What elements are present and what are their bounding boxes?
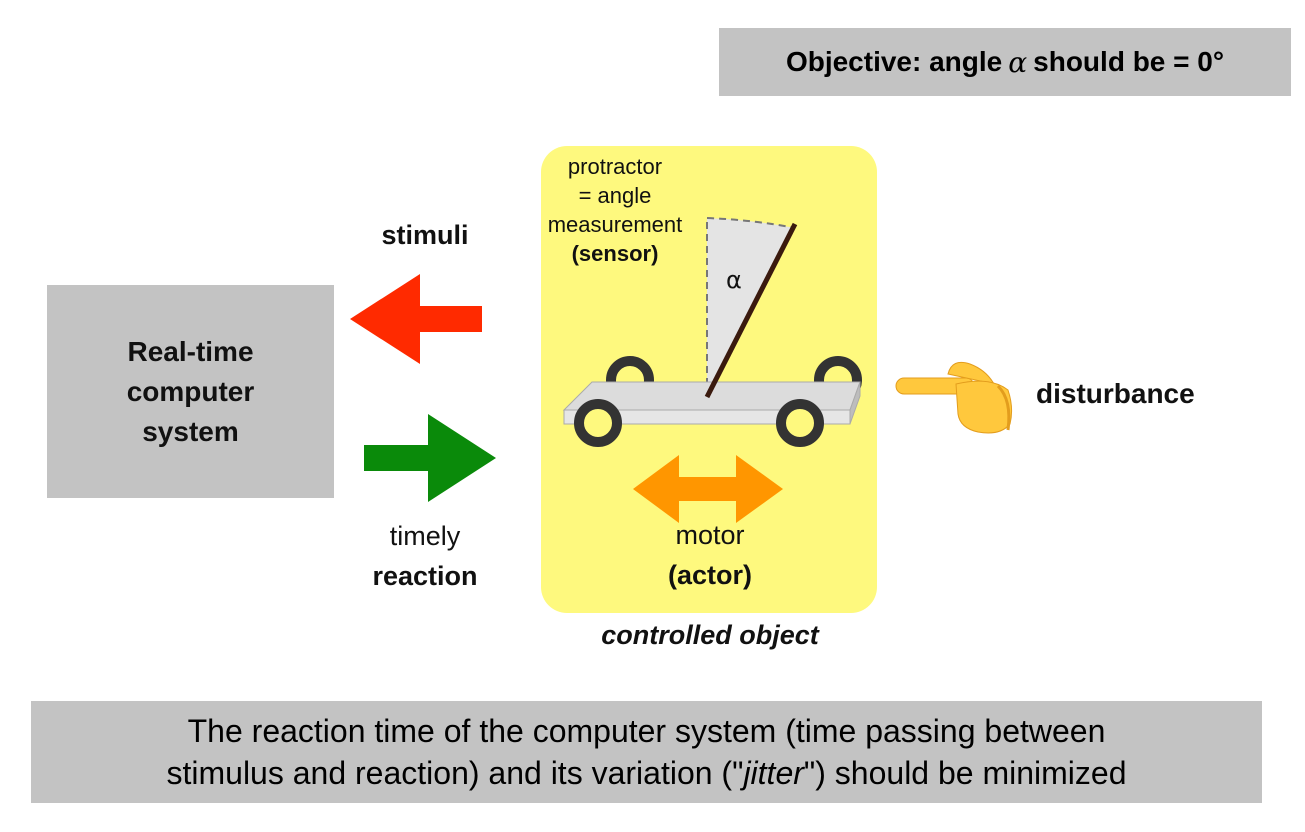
- objective-prefix: Objective: angle: [785, 46, 1003, 77]
- sensor-label-line-1: protractor: [567, 154, 663, 179]
- reaction-arrow-shape: [364, 414, 496, 502]
- hand-thumb: [947, 361, 995, 385]
- motor-label: motor (actor): [630, 515, 790, 595]
- disturbance-label: disturbance: [1036, 378, 1195, 409]
- pendulum-rod: [704, 222, 798, 399]
- hand-cuff: [996, 384, 1011, 431]
- hand-palm: [955, 380, 1013, 434]
- rt-box-line-3: system: [142, 415, 239, 447]
- footer-line-1: The reaction time of the computer system…: [187, 713, 1106, 749]
- front-wheel-right: [776, 399, 824, 447]
- sensor-label-line-4: (sensor): [571, 241, 659, 266]
- objective-banner: Objective: angle α should be = 0°: [719, 28, 1291, 96]
- angle-alpha-label: α: [726, 266, 742, 294]
- motor-label-line-2: (actor): [667, 560, 752, 590]
- footer-line-2-end: ") should be minimized: [803, 755, 1127, 791]
- footer-jitter-word: jitter: [743, 755, 804, 791]
- reaction-label: timely reaction: [340, 516, 510, 596]
- reaction-label-line-1: timely: [389, 521, 461, 551]
- rt-box-line-1: Real-time: [127, 335, 254, 367]
- sensor-label-line-3: measurement: [547, 212, 683, 237]
- motor-label-line-1: motor: [675, 520, 745, 550]
- motor-double-arrow-icon: [633, 455, 783, 523]
- footer-line-2-start: stimulus and reaction) and its variation…: [166, 755, 744, 791]
- motor-arrow-shape: [633, 455, 783, 523]
- sensor-label-line-2: = angle: [578, 183, 652, 208]
- real-time-computer-system-box: Real-time computer system: [47, 285, 334, 498]
- stimuli-arrow-shape: [350, 274, 482, 364]
- objective-suffix: should be = 0°: [1033, 46, 1225, 77]
- cart-pendulum-diagram: α: [562, 217, 862, 447]
- stimuli-label: stimuli: [381, 220, 469, 250]
- objective-alpha-symbol: α: [1008, 45, 1028, 79]
- footer-note: The reaction time of the computer system…: [31, 701, 1262, 803]
- stimuli-arrow-icon: [350, 274, 482, 364]
- sensor-label: protractor = angle measurement (sensor): [525, 152, 705, 268]
- pointing-hand-left-icon: [895, 361, 1013, 434]
- footer-line-2: stimulus and reaction) and its variation…: [166, 752, 1126, 794]
- reaction-arrow-icon: [364, 414, 496, 502]
- controlled-object-label: controlled object: [601, 620, 819, 650]
- front-wheel-left: [574, 399, 622, 447]
- reaction-label-line-2: reaction: [372, 561, 478, 591]
- rt-box-line-2: computer: [126, 375, 255, 407]
